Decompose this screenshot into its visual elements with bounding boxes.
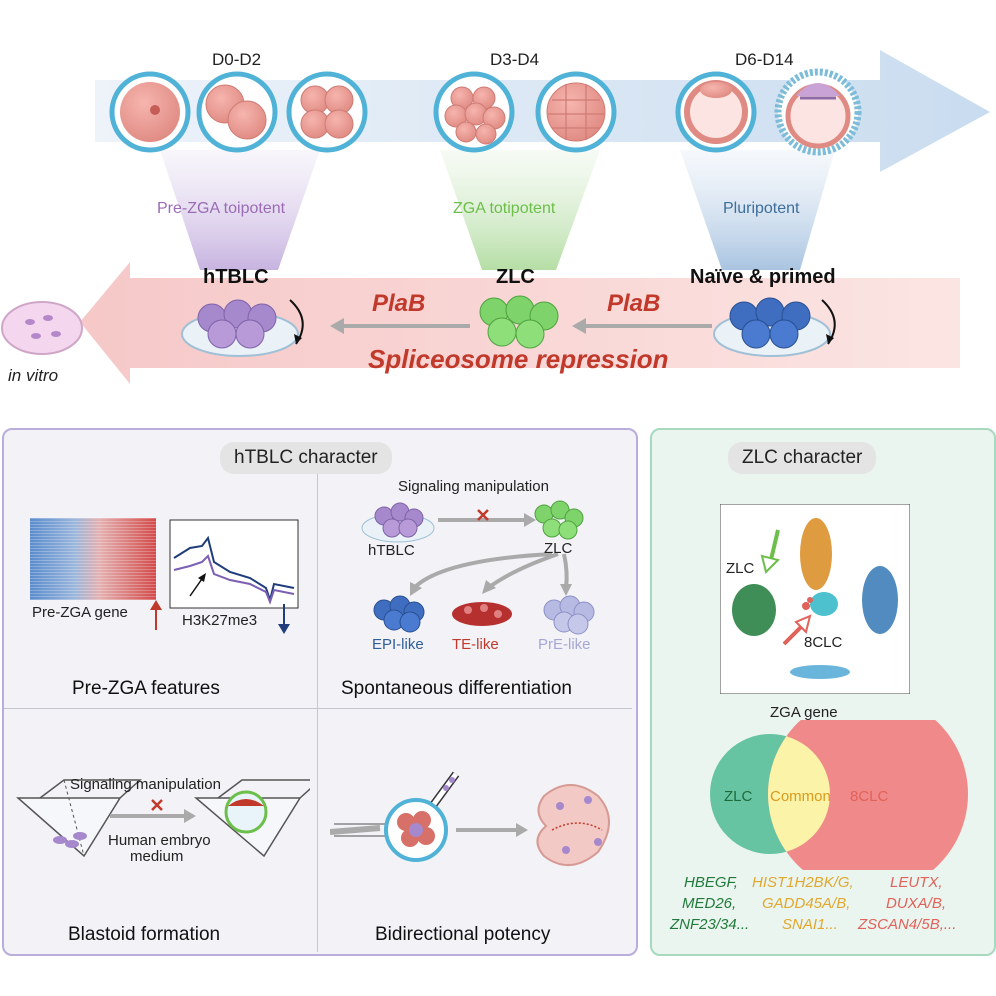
celltype-naive-primed: Naïve & primed xyxy=(690,266,836,288)
pre-zga-gene-label: Pre-ZGA gene xyxy=(32,604,128,621)
umap-cluster-8clc xyxy=(802,592,838,616)
pre-like-label: PrE-like xyxy=(538,636,591,653)
stage-label-d0-d2: D0-D2 xyxy=(212,50,262,69)
four-cell-embryo xyxy=(286,71,368,153)
umap-cluster-zlc xyxy=(732,584,776,636)
zygote-embryo xyxy=(109,71,191,153)
venn-label-8clc: 8CLC xyxy=(850,788,889,805)
blastoid-figure xyxy=(16,779,310,858)
celltype-htblc: hTBLC xyxy=(203,266,269,288)
epi-like-cells xyxy=(373,595,425,633)
hatched-blastocyst xyxy=(774,68,862,156)
differentiation-figure xyxy=(361,500,595,635)
gene-common-3: SNAI1... xyxy=(782,916,838,933)
gene-zlc-1: HBEGF, xyxy=(684,874,738,891)
medium-label-line2: medium xyxy=(130,848,184,865)
pre-zga-figure xyxy=(30,518,299,609)
potency-pre-zga: Pre-ZGA toipotent xyxy=(157,200,286,217)
cone-zga xyxy=(440,150,600,270)
htblc-small-label: hTBLC xyxy=(368,542,415,559)
epi-like-label: EPI-like xyxy=(372,636,424,653)
venn-label-common: Common xyxy=(770,788,831,805)
medium-label-line1: Human embryo xyxy=(108,832,211,849)
signaling-label: Signaling manipulation xyxy=(398,478,549,495)
potency-zga: ZGA totipotent xyxy=(453,200,556,217)
stage-label-d3-d4: D3-D4 xyxy=(490,50,540,69)
zlc-panel-title: ZLC character xyxy=(728,442,877,474)
gene-zlc-3: ZNF23/34... xyxy=(670,916,750,933)
te-like-cells xyxy=(452,602,512,626)
umap-cluster-orange xyxy=(800,518,832,590)
zga-gene-title: ZGA gene xyxy=(770,704,838,721)
gene-8clc-2: DUXA/B, xyxy=(886,895,947,912)
umap-cluster-blue xyxy=(862,566,898,634)
bidirectional-potency-title: Bidirectional potency xyxy=(375,924,551,945)
blastoid-formation-title: Blastoid formation xyxy=(68,924,221,945)
eight-cell-embryo xyxy=(433,71,515,153)
zlc-small-label: ZLC xyxy=(544,540,573,557)
venn-circle-8clc xyxy=(768,720,968,870)
htblc-dish xyxy=(181,299,304,357)
blastoid-signaling-label: Signaling manipulation xyxy=(70,776,221,793)
genes-8clc: LEUTX, DUXA/B, ZSCAN4/5B,... xyxy=(858,872,956,935)
potency-pluripotent: Pluripotent xyxy=(723,200,800,217)
petri-dish-icon xyxy=(1,301,83,355)
celltype-zlc: ZLC xyxy=(496,266,535,288)
chimera-embryo-icon xyxy=(536,784,610,867)
timeline-diagram xyxy=(1,50,990,384)
spontaneous-differentiation-title: Spontaneous differentiation xyxy=(341,678,572,699)
cone-pre-zga xyxy=(160,150,320,270)
umap-cluster-lightblue xyxy=(790,665,850,679)
genes-zlc: HBEGF, MED26, ZNF23/34... xyxy=(670,872,749,935)
umap-label-zlc: ZLC xyxy=(726,560,755,577)
stage-label-d6-d14: D6-D14 xyxy=(735,50,794,69)
venn-label-zlc: ZLC xyxy=(724,788,753,805)
genes-common: HIST1H2BK/G, GADD45A/B, SNAI1... xyxy=(752,872,854,935)
htblc-panel-divider-v xyxy=(317,470,318,952)
venn-diagram xyxy=(710,720,968,870)
morula-embryo xyxy=(535,71,617,153)
pre-like-cells xyxy=(543,595,595,635)
htblc-panel xyxy=(2,428,638,956)
gene-8clc-3: ZSCAN4/5B,... xyxy=(858,916,957,933)
arrow-down-icon xyxy=(278,604,290,634)
h3k27me3-profile xyxy=(169,519,299,609)
pre-zga-features-title: Pre-ZGA features xyxy=(72,678,220,699)
naive-primed-dish xyxy=(713,297,836,357)
plab-label-left: PlaB xyxy=(372,290,426,317)
htblc-panel-title: hTBLC character xyxy=(220,442,392,474)
umap-plot xyxy=(720,504,910,694)
two-cell-embryo xyxy=(196,71,278,153)
umap-label-8clc: 8CLC xyxy=(804,634,843,651)
gene-8clc-1: LEUTX, xyxy=(890,874,943,891)
plab-label-right: PlaB xyxy=(607,290,661,317)
blastocyst-embryo xyxy=(675,71,757,153)
bidirectional-figure xyxy=(330,771,610,867)
htblc-panel-divider-h xyxy=(4,708,632,709)
gene-common-2: GADD45A/B, xyxy=(762,895,851,912)
te-like-label: TE-like xyxy=(452,636,499,653)
gene-zlc-2: MED26, xyxy=(682,895,737,912)
spliceosome-repression-label: Spliceosome repression xyxy=(368,344,669,374)
gene-common-1: HIST1H2BK/G, xyxy=(752,874,854,891)
arrow-up-icon xyxy=(150,600,162,630)
in-vitro-label: in vitro xyxy=(8,366,59,385)
zlc-cluster xyxy=(479,295,559,349)
cone-pluripotent xyxy=(680,150,835,270)
h3k27me3-label: H3K27me3 xyxy=(182,612,258,629)
